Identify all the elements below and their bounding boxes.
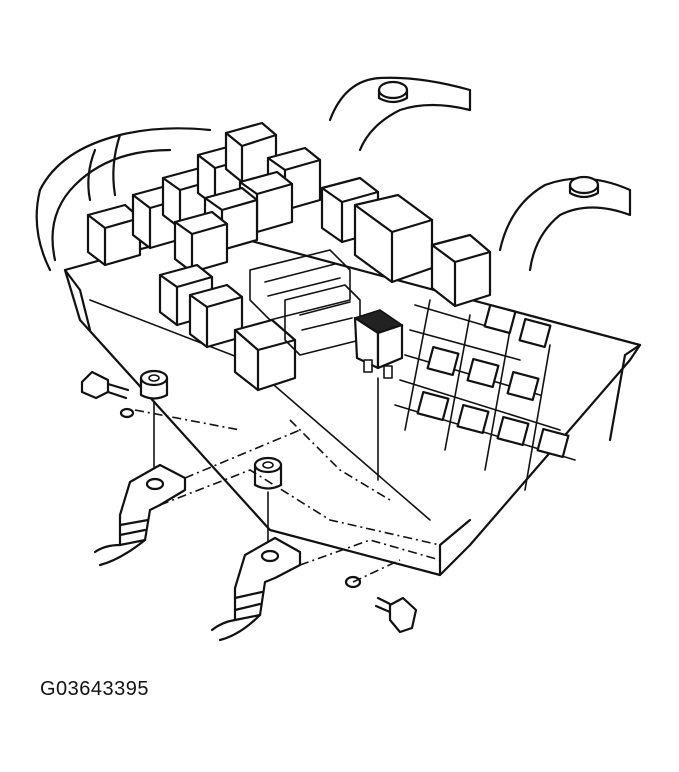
- mounting-bracket-top: [328, 76, 472, 152]
- bolt-left: [80, 370, 135, 419]
- spacer-left: [139, 369, 169, 471]
- fuse-grid-right: [394, 299, 576, 491]
- bolt-lower-right: [344, 575, 418, 634]
- junction-box-tray: [63, 228, 642, 577]
- assembly-lines: [134, 409, 441, 583]
- relay-cluster-left: [86, 121, 492, 392]
- spacer-center: [253, 456, 283, 546]
- figure-code: G03643395: [40, 678, 150, 700]
- mounting-bracket-right: [498, 175, 632, 272]
- removed-relay: [353, 309, 404, 481]
- wire-harness-top: [35, 127, 212, 272]
- ground-bracket-center: [210, 536, 302, 642]
- ground-bracket-left: [93, 463, 187, 567]
